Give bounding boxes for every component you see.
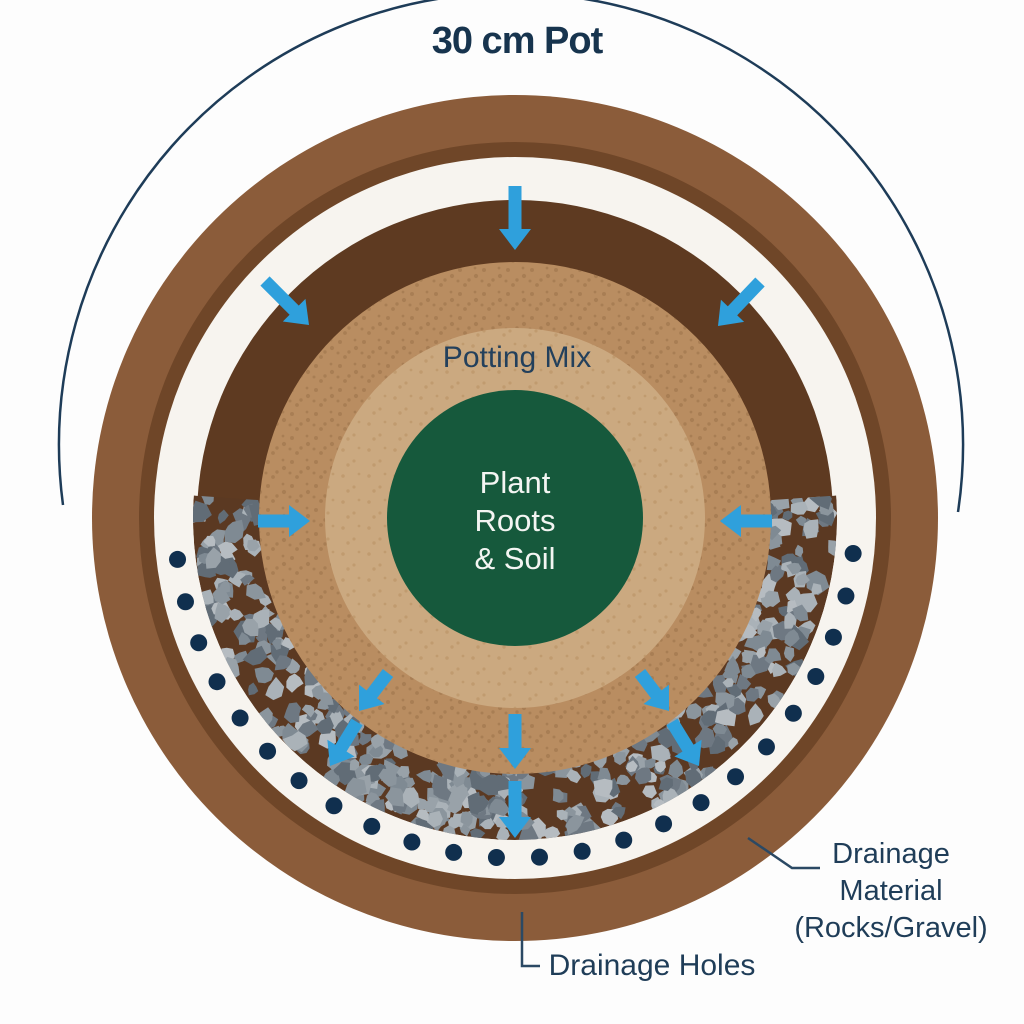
drainage-hole-dot [176,593,194,611]
drainage-hole-dot [615,831,633,849]
plant-roots-line-1: Plant [479,465,551,500]
drainage-hole-dot [445,843,463,861]
drainage-hole-dot [169,550,187,568]
water-flow-arrow [499,229,531,250]
water-flow-arrow [359,684,385,711]
drainage-hole-dot [290,772,308,790]
drainage-hole-dot [259,742,277,760]
pot-diameter-arc [57,0,965,513]
water-flow-arrow [282,298,309,325]
drainage-hole-dot [655,815,673,833]
plant-roots-line-2: Roots [474,503,556,538]
drainage-hole-dot [363,817,381,835]
drainage-hole-dot [208,673,226,691]
drainage-hole-dot [325,797,343,815]
drainage-hole-dot [530,848,548,866]
drainage-material-line-3: (Rocks/Gravel) [794,912,988,944]
drainage-hole-dot [807,667,825,685]
drainage-hole-dot [573,842,591,860]
drainage-material-line-1: Drainage [832,838,950,870]
plant-roots-core-ring [387,390,643,646]
drainage-hole-dot [190,634,208,652]
water-flow-arrow [289,505,310,537]
drainage-holes-leader-line [520,912,540,968]
drainage-hole-dot [824,628,842,646]
plant-roots-soil-label: Plant Roots & Soil [475,464,556,578]
drainage-hole-dot [727,768,745,786]
drainage-hole-dot [844,545,862,563]
drainage-hole-dot [403,833,421,851]
water-flow-arrow [327,739,355,766]
water-flow-arrow [674,739,702,766]
water-flow-arrows [258,186,772,838]
drainage-hole-dot [231,709,249,727]
drainage-hole-dot [784,704,802,722]
drainage-hole-dot [692,794,710,812]
water-flow-arrow [720,505,741,537]
drainage-material-label: Drainage Material (Rocks/Gravel) [794,836,987,947]
plant-roots-line-3: & Soil [474,541,556,576]
drainage-hole-dot [757,738,775,756]
pot-size-label: 30 cm Pot [431,20,604,62]
drainage-holes-dots [169,545,862,866]
drainage-hole-dot [487,848,505,866]
drainage-material-leader-line [747,836,820,870]
water-flow-arrow [718,299,745,326]
drainage-material-line-2: Material [839,875,943,907]
drainage-hole-dot [837,587,855,605]
drainage-holes-label: Drainage Holes [548,949,756,982]
water-flow-arrow [499,748,531,769]
water-flow-arrow [499,817,531,838]
potting-mix-label: Potting Mix [442,341,592,374]
water-flow-arrow [643,684,669,711]
drainage-gravel-layer [193,495,837,840]
